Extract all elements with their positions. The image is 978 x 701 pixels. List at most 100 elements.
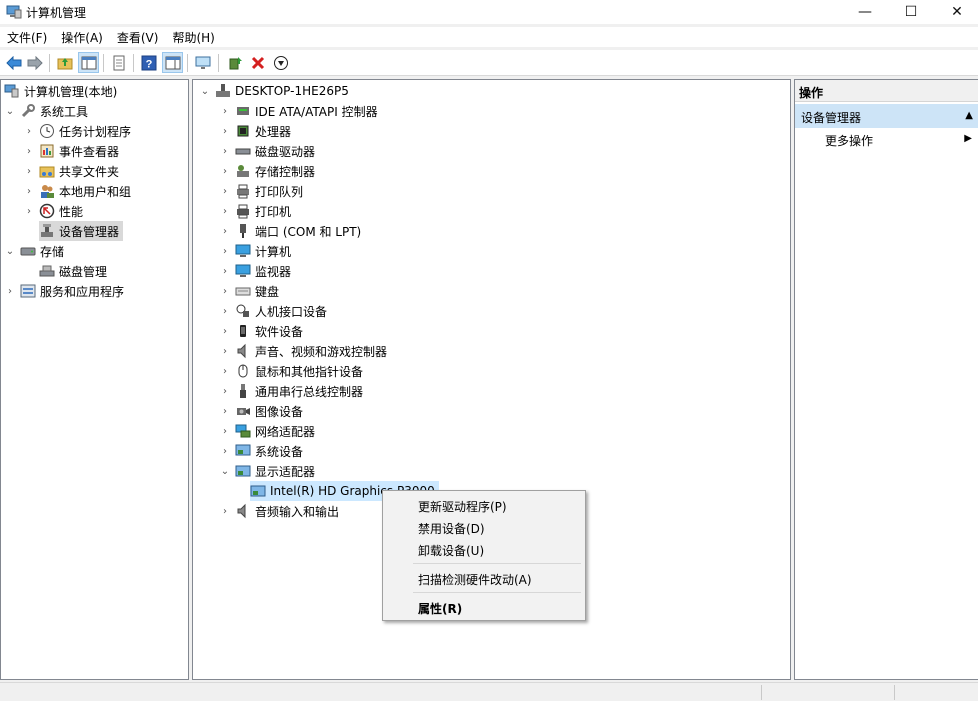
device-category-row[interactable]: ›人机接口设备 (219, 301, 327, 321)
ide-controller-icon (237, 107, 249, 115)
chevron-right-icon[interactable]: › (223, 165, 227, 177)
hid-icon (236, 304, 249, 317)
performance-icon (39, 203, 55, 219)
tree-item-device-manager[interactable]: 设备管理器 (39, 221, 124, 241)
forward-button[interactable] (24, 52, 45, 73)
device-category-row[interactable]: ›图像设备 (219, 401, 303, 421)
tree-item-local-users[interactable]: › 本地用户和组 (23, 181, 131, 201)
device-category-row[interactable]: ›软件设备 (219, 321, 303, 341)
device-category-row[interactable]: ›声音、视频和游戏控制器 (219, 341, 387, 361)
device-category-row[interactable]: ›系统设备 (219, 441, 303, 461)
back-button[interactable] (3, 52, 24, 73)
close-button[interactable]: ✕ (951, 4, 963, 20)
status-bar (0, 682, 978, 701)
help-button[interactable]: ? (138, 52, 159, 73)
printer-icon (237, 204, 249, 219)
menu-help[interactable]: 帮助(H) (172, 31, 215, 45)
device-category-row[interactable]: ›网络适配器 (219, 421, 315, 441)
monitor-button[interactable] (192, 52, 213, 73)
device-category-row[interactable]: ›监视器 (219, 261, 291, 281)
tree-item-storage[interactable]: ⌄ 存储 (4, 241, 64, 261)
chevron-right-icon[interactable]: › (27, 165, 31, 177)
chevron-right-icon[interactable]: › (223, 265, 227, 277)
uninstall-button[interactable] (247, 52, 268, 73)
chevron-right-icon[interactable]: › (27, 145, 31, 157)
menu-action[interactable]: 操作(A) (61, 31, 103, 45)
menu-item-update-driver[interactable]: 更新驱动程序(P) (418, 500, 507, 514)
chevron-right-icon[interactable]: › (223, 125, 227, 137)
chevron-right-icon[interactable]: › (223, 325, 227, 337)
tree-item-root[interactable]: 计算机管理(本地) (4, 81, 117, 101)
update-driver-button[interactable] (224, 52, 245, 73)
tree-item-disk-management[interactable]: 磁盘管理 (39, 261, 107, 281)
export-list-button[interactable] (108, 52, 129, 73)
device-category-row[interactable]: ›通用串行总线控制器 (219, 381, 363, 401)
device-category-row[interactable]: ⌄显示适配器 (219, 461, 315, 481)
chevron-right-icon[interactable]: › (223, 225, 227, 237)
toolbar-separator (218, 54, 219, 72)
disable-device-button[interactable] (270, 52, 291, 73)
chevron-right-icon[interactable]: › (223, 365, 227, 377)
computer-management-icon (4, 84, 19, 98)
chevron-right-icon[interactable]: › (223, 245, 227, 257)
sound-icon (237, 343, 246, 359)
device-category-row[interactable]: ›IDE ATA/ATAPI 控制器 (219, 101, 378, 121)
up-folder-button[interactable] (54, 52, 75, 73)
menu-file[interactable]: 文件(F) (7, 31, 48, 45)
tree-item-label: 事件查看器 (59, 144, 120, 159)
show-tree-button[interactable] (78, 52, 99, 73)
chevron-right-icon[interactable]: › (223, 185, 227, 197)
chevron-right-icon[interactable]: › (223, 105, 227, 117)
menu-item-scan-hardware[interactable]: 扫描检测硬件改动(A) (418, 573, 532, 587)
chevron-down-icon[interactable]: ⌄ (5, 105, 15, 117)
device-category-row[interactable]: ›音频输入和输出 (219, 501, 339, 521)
chevron-right-icon[interactable]: › (223, 205, 227, 217)
device-category-row[interactable]: ›计算机 (219, 241, 291, 261)
tree-item-performance[interactable]: › 性能 (23, 201, 83, 221)
tree-item-event-viewer[interactable]: › 事件查看器 (23, 141, 119, 161)
chevron-right-icon[interactable]: › (223, 345, 227, 357)
export-list-icon (113, 55, 124, 70)
menu-item-properties[interactable]: 属性(R) (418, 602, 463, 616)
show-action-pane-button[interactable] (162, 52, 183, 73)
chevron-right-icon[interactable]: › (223, 385, 227, 397)
device-category-row[interactable]: ›磁盘驱动器 (219, 141, 315, 161)
actions-section-device-manager[interactable]: 设备管理器 ▲ (795, 104, 978, 128)
submenu-arrow-icon[interactable]: ▶ (964, 133, 972, 144)
menu-item-disable-device[interactable]: 禁用设备(D) (418, 522, 485, 536)
chevron-right-icon[interactable]: › (223, 145, 227, 157)
chevron-right-icon[interactable]: › (223, 285, 227, 297)
chevron-down-icon[interactable]: ⌄ (200, 85, 210, 97)
menu-item-uninstall-device[interactable]: 卸载设备(U) (418, 544, 485, 558)
device-category-row[interactable]: ›存储控制器 (219, 161, 315, 181)
menu-view[interactable]: 查看(V) (116, 31, 159, 45)
device-category-row[interactable]: ›鼠标和其他指针设备 (219, 361, 363, 381)
chevron-right-icon[interactable]: › (27, 185, 31, 197)
computer-root-icon (216, 84, 230, 97)
device-category-row[interactable]: ›打印机 (219, 201, 291, 221)
chevron-right-icon[interactable]: › (223, 425, 227, 437)
audio-io-icon (237, 503, 246, 519)
chevron-right-icon[interactable]: › (223, 305, 227, 317)
device-category-row[interactable]: ›端口 (COM 和 LPT) (219, 221, 361, 241)
device-category-row[interactable]: ›打印队列 (219, 181, 303, 201)
minimize-button[interactable]: — (858, 4, 872, 20)
chevron-right-icon[interactable]: › (27, 125, 31, 137)
tree-item-services-apps[interactable]: › 服务和应用程序 (4, 281, 124, 301)
device-tree-root[interactable]: ⌄ DESKTOP-1HE26P5 (199, 81, 349, 101)
chevron-right-icon[interactable]: › (223, 405, 227, 417)
tree-item-task-scheduler[interactable]: › 任务计划程序 (23, 121, 131, 141)
chevron-down-icon[interactable]: ⌄ (220, 465, 230, 477)
device-category-row[interactable]: ›键盘 (219, 281, 279, 301)
chevron-right-icon[interactable]: › (223, 445, 227, 457)
chevron-right-icon[interactable]: › (27, 205, 31, 217)
chevron-right-icon[interactable]: › (223, 505, 227, 517)
device-category-row[interactable]: ›处理器 (219, 121, 291, 141)
chevron-down-icon[interactable]: ⌄ (5, 245, 15, 257)
maximize-button[interactable]: ☐ (904, 4, 918, 20)
chevron-right-icon[interactable]: › (8, 285, 12, 297)
tree-item-shared-folders[interactable]: › 共享文件夹 (23, 161, 119, 181)
tree-item-system-tools[interactable]: ⌄ 系统工具 (4, 101, 88, 121)
more-actions-link[interactable]: 更多操作 (825, 134, 874, 148)
collapse-up-icon[interactable]: ▲ (965, 110, 973, 121)
